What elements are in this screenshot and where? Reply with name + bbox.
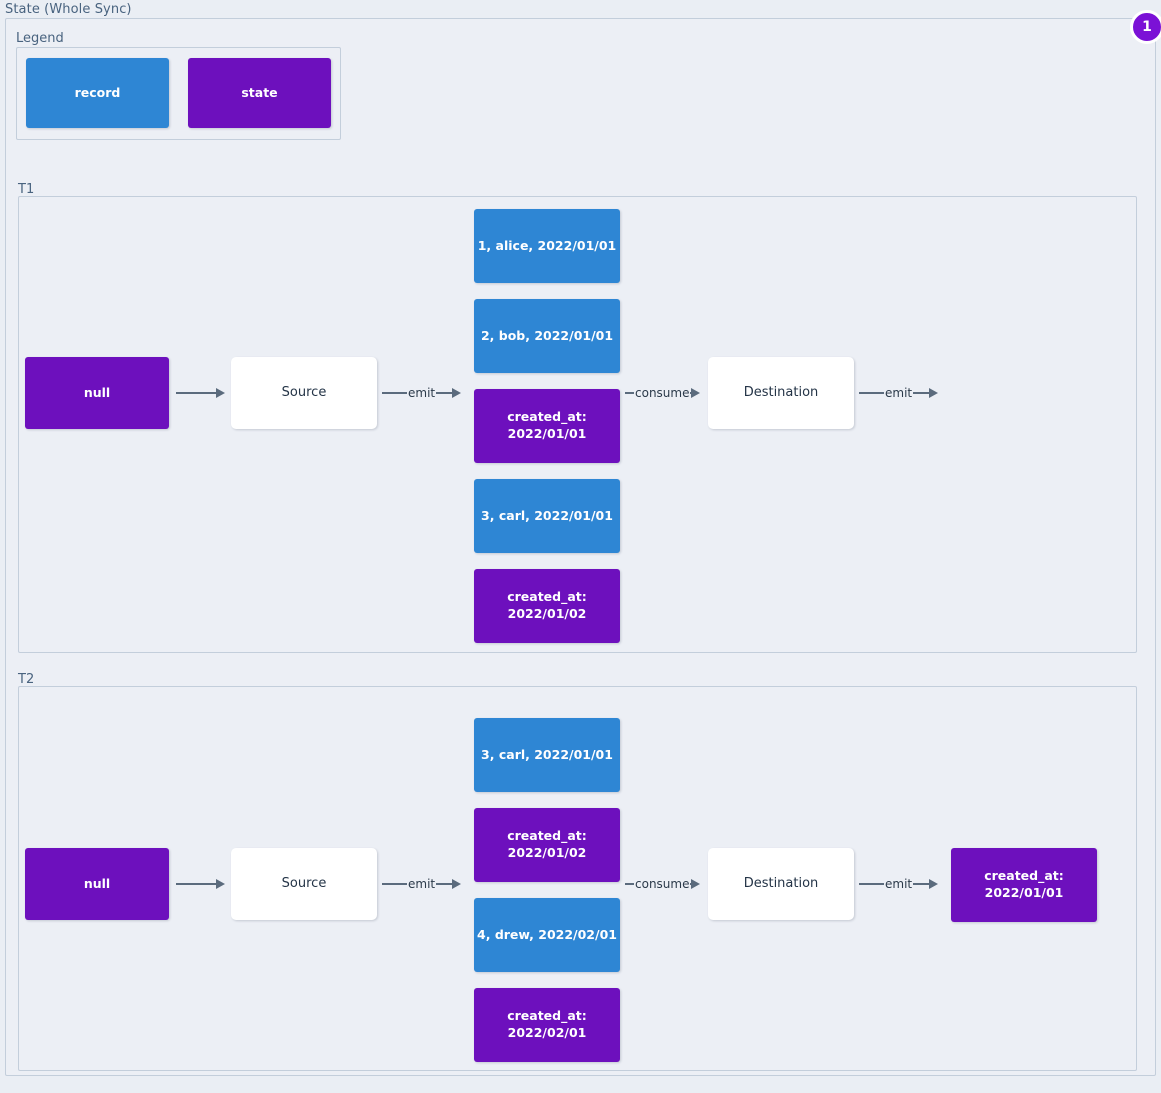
t2-source-node: Source xyxy=(231,848,377,920)
t1-initial-state: null xyxy=(25,357,169,429)
t1-stream-item-2: created_at: 2022/01/01 xyxy=(474,389,620,463)
step-badge: 1 xyxy=(1130,10,1161,44)
transaction-label-t2: T2 xyxy=(18,672,35,687)
transaction-label-t1: T1 xyxy=(18,182,35,197)
t1-stream-item-4: created_at: 2022/01/02 xyxy=(474,569,620,643)
t1-destination-node: Destination xyxy=(708,357,854,429)
t2-stream-item-2: 4, drew, 2022/02/01 xyxy=(474,898,620,972)
t2-stream-item-0: 3, carl, 2022/01/01 xyxy=(474,718,620,792)
t2-final-state: created_at: 2022/01/01 xyxy=(951,848,1097,922)
legend-swatch-state: state xyxy=(188,58,331,128)
legend-swatch-record: record xyxy=(26,58,169,128)
t1-stream-item-3: 3, carl, 2022/01/01 xyxy=(474,479,620,553)
diagram-title: State (Whole Sync) xyxy=(5,2,132,17)
t1-source-node: Source xyxy=(231,357,377,429)
t2-destination-node: Destination xyxy=(708,848,854,920)
t1-stream-item-0: 1, alice, 2022/01/01 xyxy=(474,209,620,283)
t2-initial-state: null xyxy=(25,848,169,920)
t1-stream-item-1: 2, bob, 2022/01/01 xyxy=(474,299,620,373)
legend-label: Legend xyxy=(16,31,64,46)
t2-stream-item-3: created_at: 2022/02/01 xyxy=(474,988,620,1062)
t2-stream-item-1: created_at: 2022/01/02 xyxy=(474,808,620,882)
